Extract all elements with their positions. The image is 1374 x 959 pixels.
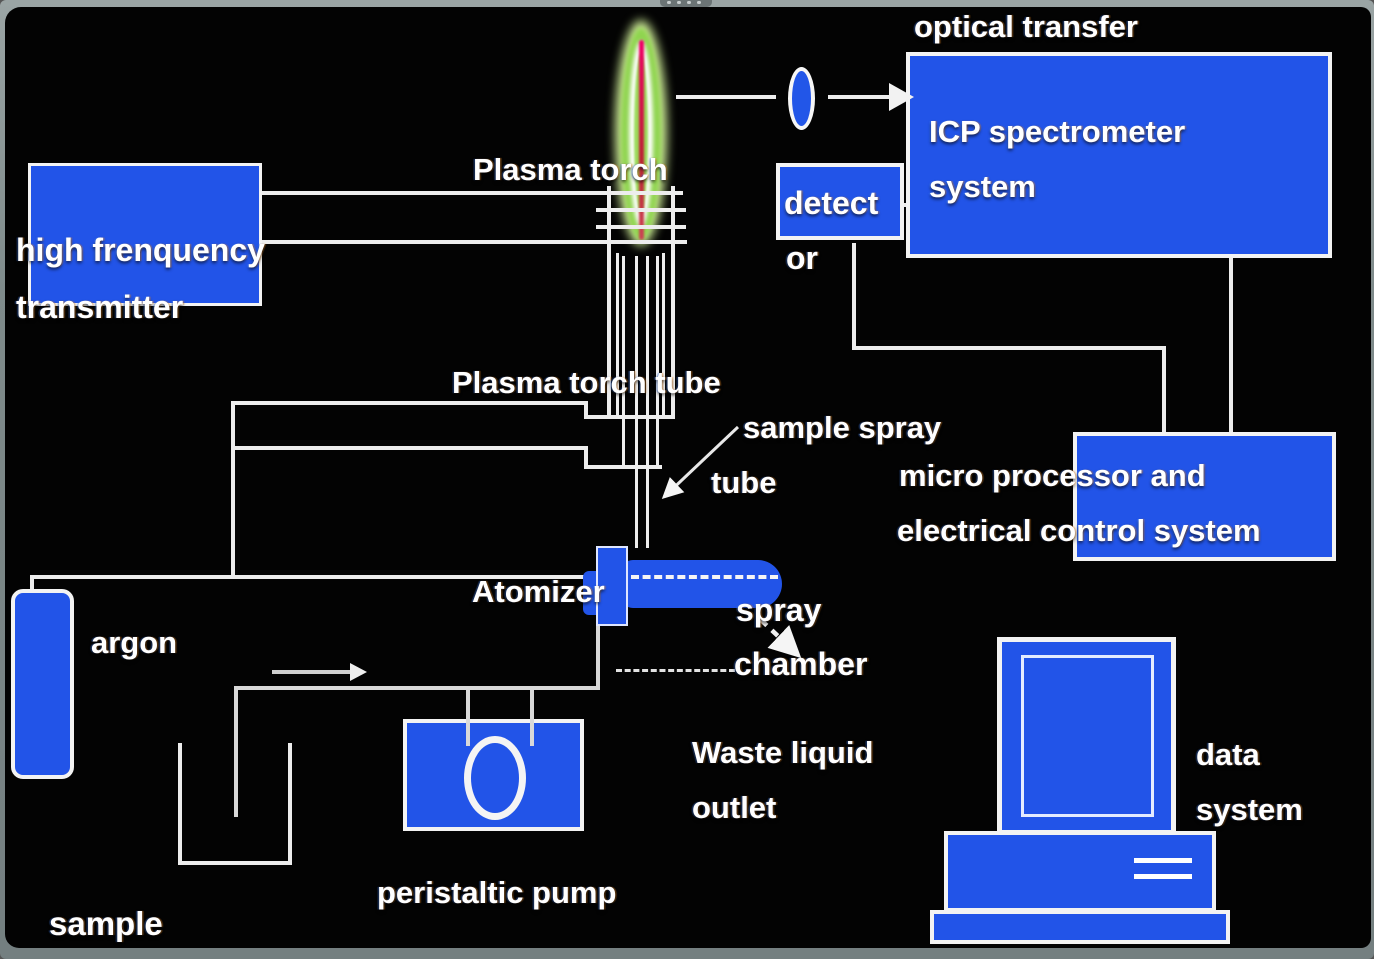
spray-chamber-centerline [631,575,778,579]
microprocessor-box [1073,432,1336,561]
label-plasma-torch-tube: Plasma torch tube [452,365,721,400]
argon-branch-vertical [231,401,235,579]
beaker-bottom [178,861,292,865]
computer-screen [1021,655,1154,817]
optical-arrow-shaft [828,95,890,99]
argon-main-line [30,575,588,579]
waste-dashed-line [616,669,735,672]
transmitter-box [28,163,262,306]
flange-line-2 [584,465,662,469]
atomizer-nozzle [583,571,600,615]
computer-base [930,910,1230,944]
flange-step-1 [584,401,588,419]
sample-dip-tube [234,686,238,817]
icp-wire-to-micro [1229,256,1233,436]
label-spray: spray [736,592,822,628]
annotation-arrows [661,425,802,659]
optical-arrow-head [889,83,914,111]
label-tube: tube [711,465,777,500]
label-or: or [786,240,818,276]
computer-vent-1 [1134,858,1192,863]
beaker-wall-right [288,743,292,865]
optical-line-torch-to-lens [676,95,776,99]
torch-mid-wall-right [662,253,665,419]
label-data: data [1196,737,1260,772]
icp-spectrometer-box [906,52,1332,258]
argon-tank [11,589,74,779]
label-hf-line2: transmitter [16,289,184,325]
label-data-system: system [1196,792,1303,827]
torch-inner-wall-right [656,256,659,467]
torch-mid-wall-left [616,253,619,419]
pump-roller [464,736,526,820]
spray-chamber [621,560,782,608]
atomizer-riser [596,623,600,690]
label-argon: argon [91,625,178,660]
transmitter-line-top [262,191,683,195]
coil-line-3 [596,225,686,229]
pump-tube-right [530,686,534,746]
flow-arrow-head [350,663,367,681]
coil-line-2 [596,208,686,212]
window-handle-tab [660,0,712,7]
beaker-wall-left [178,743,182,865]
sample-line-horizontal [234,686,600,690]
torch-outer-wall-left [607,186,611,419]
label-hf-line1: high frenquency [16,232,265,268]
lens [788,67,815,130]
computer-vent-2 [1134,874,1192,879]
label-icp-line1: ICP spectrometer [929,114,1186,149]
label-micro-line2: electrical control system [897,513,1261,548]
gas-feed-line-2 [234,446,586,450]
plasma-flame-red-core [639,40,644,240]
flange-line-1 [584,415,675,419]
label-micro-line1: micro processor and [899,458,1206,493]
pump-tube-left [466,686,470,746]
label-waste-line2: outlet [692,790,777,825]
torch-outer-wall-right [671,186,675,419]
transmitter-line-bottom [262,240,687,244]
spray-tube-wall-left [635,256,638,548]
sample-spray-tube-pointer [661,425,740,500]
gas-feed-line-1 [232,401,586,405]
label-optical-transfer: optical transfer [914,9,1138,44]
detector-icp-stub [899,203,912,207]
label-sample-spray: sample spray [743,410,942,445]
atomizer-body [596,546,628,626]
label-peristaltic-pump: peristaltic pump [377,875,617,910]
label-detect: detect [784,185,879,221]
detector-wire-down [852,243,856,350]
diagram-canvas: optical transfer ICP spectrometer system… [5,7,1371,948]
torch-inner-wall-left [622,256,625,467]
flow-arrow-shaft [272,670,352,674]
detector-box [776,163,904,240]
spray-tube-wall-right [646,256,649,548]
flange-step-2 [584,446,588,469]
detector-wire-jog [852,346,1165,350]
detector-wire-to-micro [1162,346,1166,436]
label-chamber: chamber [734,646,868,682]
label-atomizer: Atomizer [472,574,605,609]
label-sample: sample [49,905,163,942]
argon-tank-stub [30,575,34,592]
label-waste-line1: Waste liquid [692,735,874,770]
label-plasma-torch: Plasma torch [473,152,668,187]
label-icp-line2: system [929,169,1036,204]
